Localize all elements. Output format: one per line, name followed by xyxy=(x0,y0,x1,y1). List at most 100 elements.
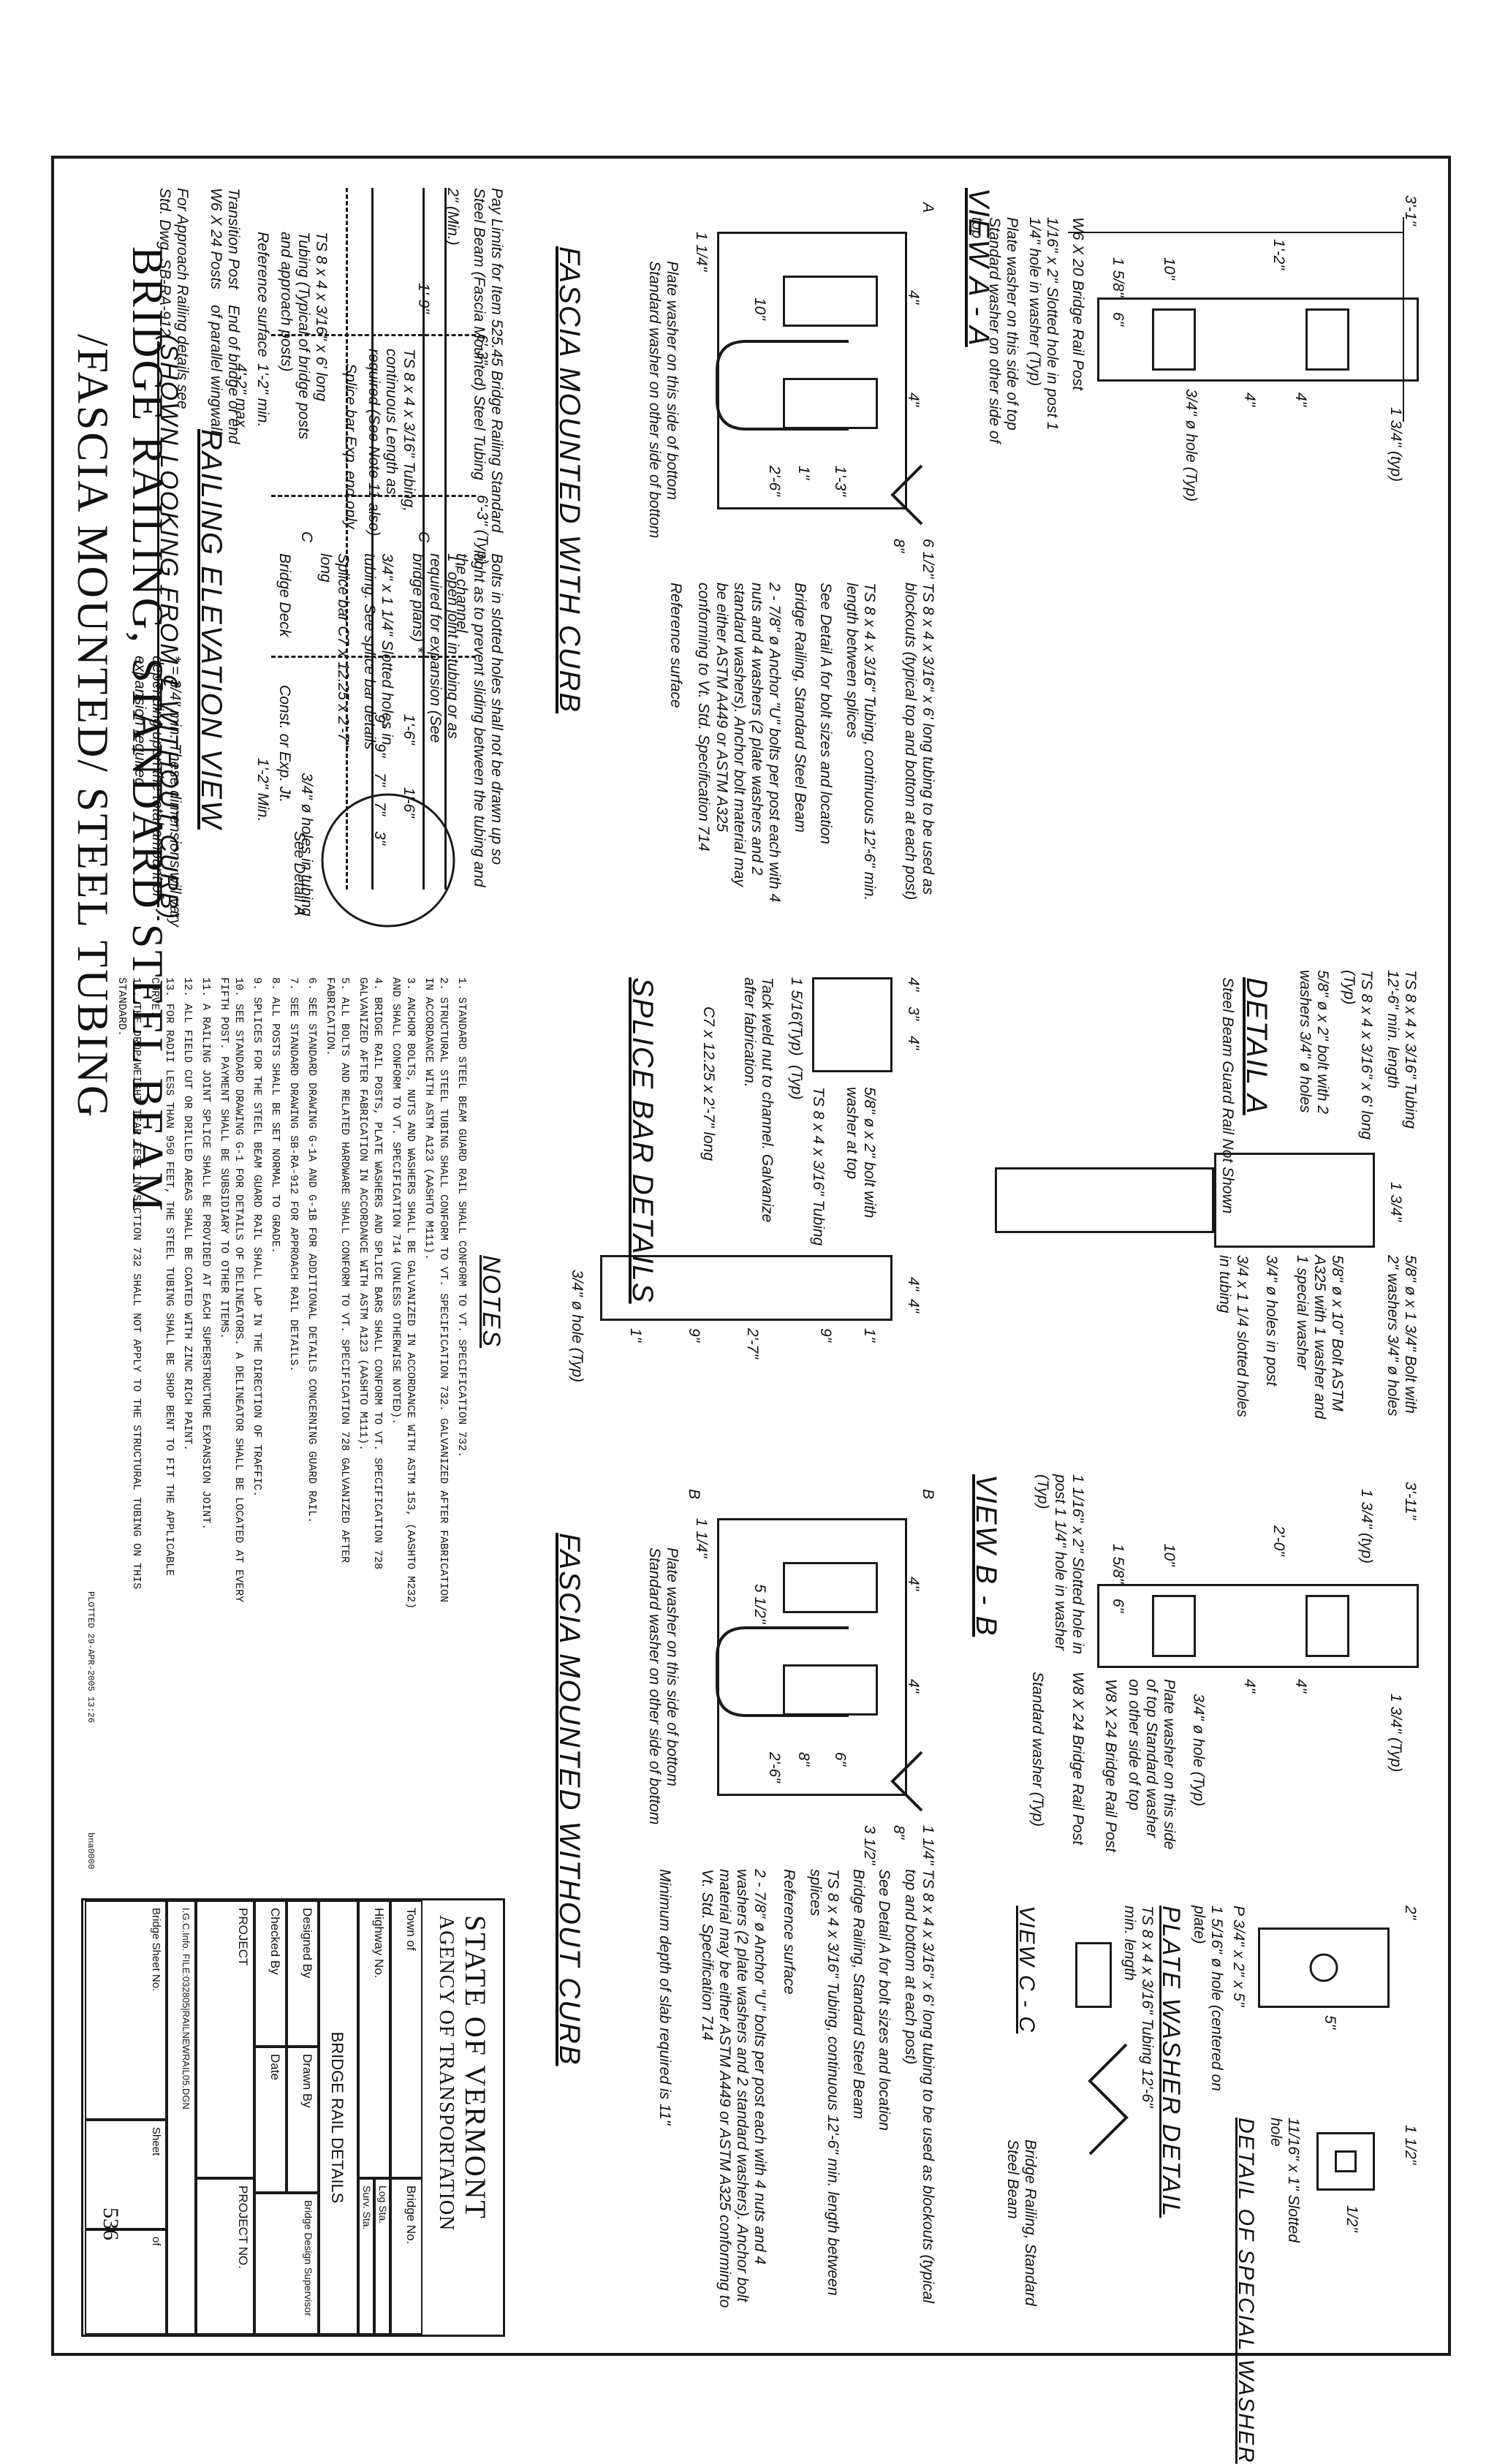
detail-a-label-holes-post: 3/4" ø holes in post xyxy=(1263,1255,1280,1387)
view-bb-label-washer: Standard washer (Typ) xyxy=(1029,1672,1046,1827)
title-block-sheet-cell: Sheet xyxy=(85,2120,167,2229)
view-bb-group: 3'-11" 2'-0" 10" 4" 4" 1 3/4" (Typ) 6" 1… xyxy=(966,1474,1419,1854)
fwoc-dim-8: 4" xyxy=(905,1679,922,1694)
fwc-dim-9: 2'-6" xyxy=(766,466,783,496)
splice-label-bolt: 5/8" ø x 2" bolt with washer at top xyxy=(843,1087,878,1218)
view-aa-dim-8: 1 5/8" xyxy=(1110,257,1126,297)
special-washer-label-slot: 11/16" x 1" Slotted hole xyxy=(1267,2118,1302,2243)
fwoc-label-railing: Bridge Railing, Standard Steel Beam xyxy=(850,1869,867,2120)
note-4: 4. BRIDGE RAIL POSTS, PLATE WASHERS AND … xyxy=(357,977,384,1570)
title-block-sheet: Sheet xyxy=(150,2127,162,2156)
title-block-of: of xyxy=(150,2237,162,2246)
view-bb-dim-1: 3'-11" xyxy=(1402,1482,1419,1520)
view-aa-label-slot: 1/16" x 2" Slotted hole in post 1 1/4" h… xyxy=(1026,217,1061,431)
detail-a-label-bolt-134: 5/8" ø x 1 3/4" Bolt with 2" washers 3/4… xyxy=(1384,1255,1419,1417)
title-block-cadd-cell: I.G.C.Info. FILE:032805|RAILNEWRAIL05.DG… xyxy=(167,1900,196,2335)
view-aa-label-post: W6 X 20 Bridge Rail Post xyxy=(1069,217,1086,390)
splice-dim-1: 4" xyxy=(905,977,922,992)
elev-label-reference: Reference surface xyxy=(254,232,271,357)
splice-dim-12: 4" xyxy=(905,1299,922,1313)
fwc-dim-4: 4" xyxy=(905,290,922,305)
fwoc-heading: FASCIA MOUNTED WITHOUT CURB xyxy=(553,1533,585,2066)
detail-a-label-bolt-2: 5/8" ø x 2" bolt with 2 washers 3/4" ø h… xyxy=(1296,970,1331,1114)
splice-label-channel: C7 x 12.25 x 2'-7" long xyxy=(700,1007,717,1161)
detail-a-label-blockout: TS 8 x 4 x 3/16" x 6' long (Typ) xyxy=(1340,970,1375,1140)
splice-dim-13: 1" xyxy=(627,1328,644,1343)
title-block-designed: Designed By xyxy=(300,1908,314,1979)
splice-bar-group: 4" 3" 4" 1 5/16" (Typ) (Typ) 2'-7" 1" 9"… xyxy=(527,963,936,1430)
view-bb-slotted-hole-bottom xyxy=(1152,1595,1196,1657)
fwoc-dim-9: 6" xyxy=(832,1752,849,1767)
fwoc-section-mark-b1: B xyxy=(920,1489,936,1500)
view-aa-heading: VIEW A - A xyxy=(963,188,995,347)
elev-dim-4: 1'-2" min. xyxy=(254,363,271,428)
title-block-agency-2: AGENCY OF TRANSPORTATION xyxy=(435,1915,458,2232)
splice-label-tack-weld: Tack weld nut to channel. Galvanize afte… xyxy=(740,977,776,1223)
fwoc-dim-1: 1 1/4" xyxy=(920,1825,936,1865)
elev-dim-5: 4'-2" max. xyxy=(232,363,249,432)
right-details-group: 2" 5" P 3/4" x 2" x 5" 1 5/16" ø hole (c… xyxy=(980,1898,1419,2464)
view-bb-label-hole: 3/4" ø hole (Typ) xyxy=(1190,1694,1207,1807)
splice-dim-10: 9" xyxy=(686,1328,702,1343)
splice-dim-5: (Typ) xyxy=(788,1021,805,1056)
splice-dim-6: (Typ) xyxy=(788,1065,805,1100)
note-7: 7. SEE STANDARD DRAWING SB-RA-912 FOR AP… xyxy=(287,977,300,1373)
fwoc-label-tubing: TS 8 x 4 x 3/16" Tubing, continuous 12'-… xyxy=(806,1869,841,2296)
note-14: 14. THE DROP-WEIGHT TEAR TEST IN SECTION… xyxy=(115,977,143,1590)
title-block-log-sta-cell: Log Sta. xyxy=(374,2178,390,2335)
splice-dim-8: 1" xyxy=(861,1328,878,1343)
splice-label-hole: 3/4" ø hole (Typ) xyxy=(569,1270,585,1383)
detail-a-heading: DETAIL A xyxy=(1240,977,1273,1115)
view-bb-dim-3: 10" xyxy=(1161,1544,1178,1566)
plate-washer-dim-2: 2" xyxy=(1402,1906,1419,1920)
note-9: 9. SPLICES FOR THE STEEL BEAM GUARD RAIL… xyxy=(251,977,263,1498)
note-6: 6. SEE STANDARD DRAWING G-1A AND G-1B FO… xyxy=(306,977,318,1524)
fwc-label-blockouts: TS 8 x 4 x 3/16" x 6' long tubing to be … xyxy=(901,583,936,901)
title-block-date: Date xyxy=(268,2054,282,2080)
title-block-cadd: I.G.C.Info. FILE:032805|RAILNEWRAIL05.DG… xyxy=(181,1908,192,2109)
elev-dim-13: 1'-2" Min. xyxy=(254,758,271,822)
view-cc-heading: VIEW C - C xyxy=(1015,1906,1039,2033)
title-block-bridge-sheet-cell: Bridge Sheet No. xyxy=(85,1900,167,2120)
fwc-dim-8: 1" xyxy=(795,466,812,480)
elev-dim-10: 7" xyxy=(371,773,388,787)
fwc-label-tubing: TS 8 x 4 x 3/16" Tubing, continuous 12'-… xyxy=(843,583,878,901)
plate-washer-heading: PLATE WASHER DETAIL xyxy=(1157,1906,1185,2218)
fwoc-dim-7: 4" xyxy=(905,1577,922,1591)
plate-washer-label-hole: 1 5/16" ø hole (centered on plate) xyxy=(1190,1906,1225,2091)
title-block-drawn-cell: Drawn By xyxy=(287,2047,319,2193)
detail-a-label-bolt-10: 5/8" ø x 10" Bolt ASTM A325 with 1 washe… xyxy=(1293,1255,1346,1419)
view-aa-dim-3: 10" xyxy=(1161,257,1178,280)
elev-section-mark-c1: C xyxy=(415,531,432,543)
elev-label-splice-bar: Splice bar C7 x 12.25 x 2'-7" long xyxy=(317,553,352,747)
view-bb-dim-5: 4" xyxy=(1241,1679,1258,1694)
elev-label-slotted: 3/4" x 1 1/4" Slotted holes in tubing. S… xyxy=(360,553,395,750)
plate-washer-hole xyxy=(1309,1953,1338,1982)
view-bb-heading: VIEW B - B xyxy=(970,1474,1002,1637)
splice-dim-3: 4" xyxy=(905,1036,922,1050)
detail-a-label-tubing: TS 8 x 4 x 3/16" Tubing 12'-6" min. leng… xyxy=(1384,970,1419,1129)
note-1: 1. STANDARD STEEL BEAM GUARD RAIL SHALL … xyxy=(455,977,468,1458)
elev-dim-12: 3" xyxy=(371,831,388,846)
title-block-drawn: Drawn By xyxy=(300,2054,314,2108)
fwc-section-mark-a1: A xyxy=(920,202,936,213)
detail-a-dim: 1 3/4" xyxy=(1387,1182,1404,1222)
title-block-bridge-sheet: Bridge Sheet No. xyxy=(150,1908,162,1992)
title-block-surv-sta-cell: Surv. Sta. xyxy=(358,2178,374,2335)
note-13: 13. FOR RADII LESS THAN 950 FEET, THE ST… xyxy=(148,977,176,1577)
title-block-highway-cell: Highway No. xyxy=(358,1900,390,2178)
view-cc-label-railing: Bridge Railing, Standard Steel Beam xyxy=(1004,2139,1039,2306)
splice-channel-section xyxy=(812,977,892,1072)
plate-washer-dim-5: 5" xyxy=(1322,2015,1338,2030)
title-block-checked: Checked By xyxy=(268,1908,282,1975)
elev-label-detail-a: See Detail A xyxy=(291,831,308,916)
title-block-project-no-cell: PROJECT NO. xyxy=(196,2178,254,2335)
fwoc-label-detail-ref: See Detail A for bolt sizes and location xyxy=(876,1869,892,2131)
view-aa-dim-2: 1'-2" xyxy=(1270,239,1287,270)
view-aa-post-flange xyxy=(1097,297,1419,382)
elev-dim-1: 6'-3" xyxy=(474,334,490,365)
fascia-with-curb-group: A 6 1/2" 8" 1 1/4" 4" 4" 10" 1'-3" 1" 2'… xyxy=(527,188,936,919)
view-bb-dim-4: 4" xyxy=(1292,1679,1309,1694)
note-11: 11. A RAILING JOINT SPLICE SHALL BE PROV… xyxy=(200,977,212,1531)
